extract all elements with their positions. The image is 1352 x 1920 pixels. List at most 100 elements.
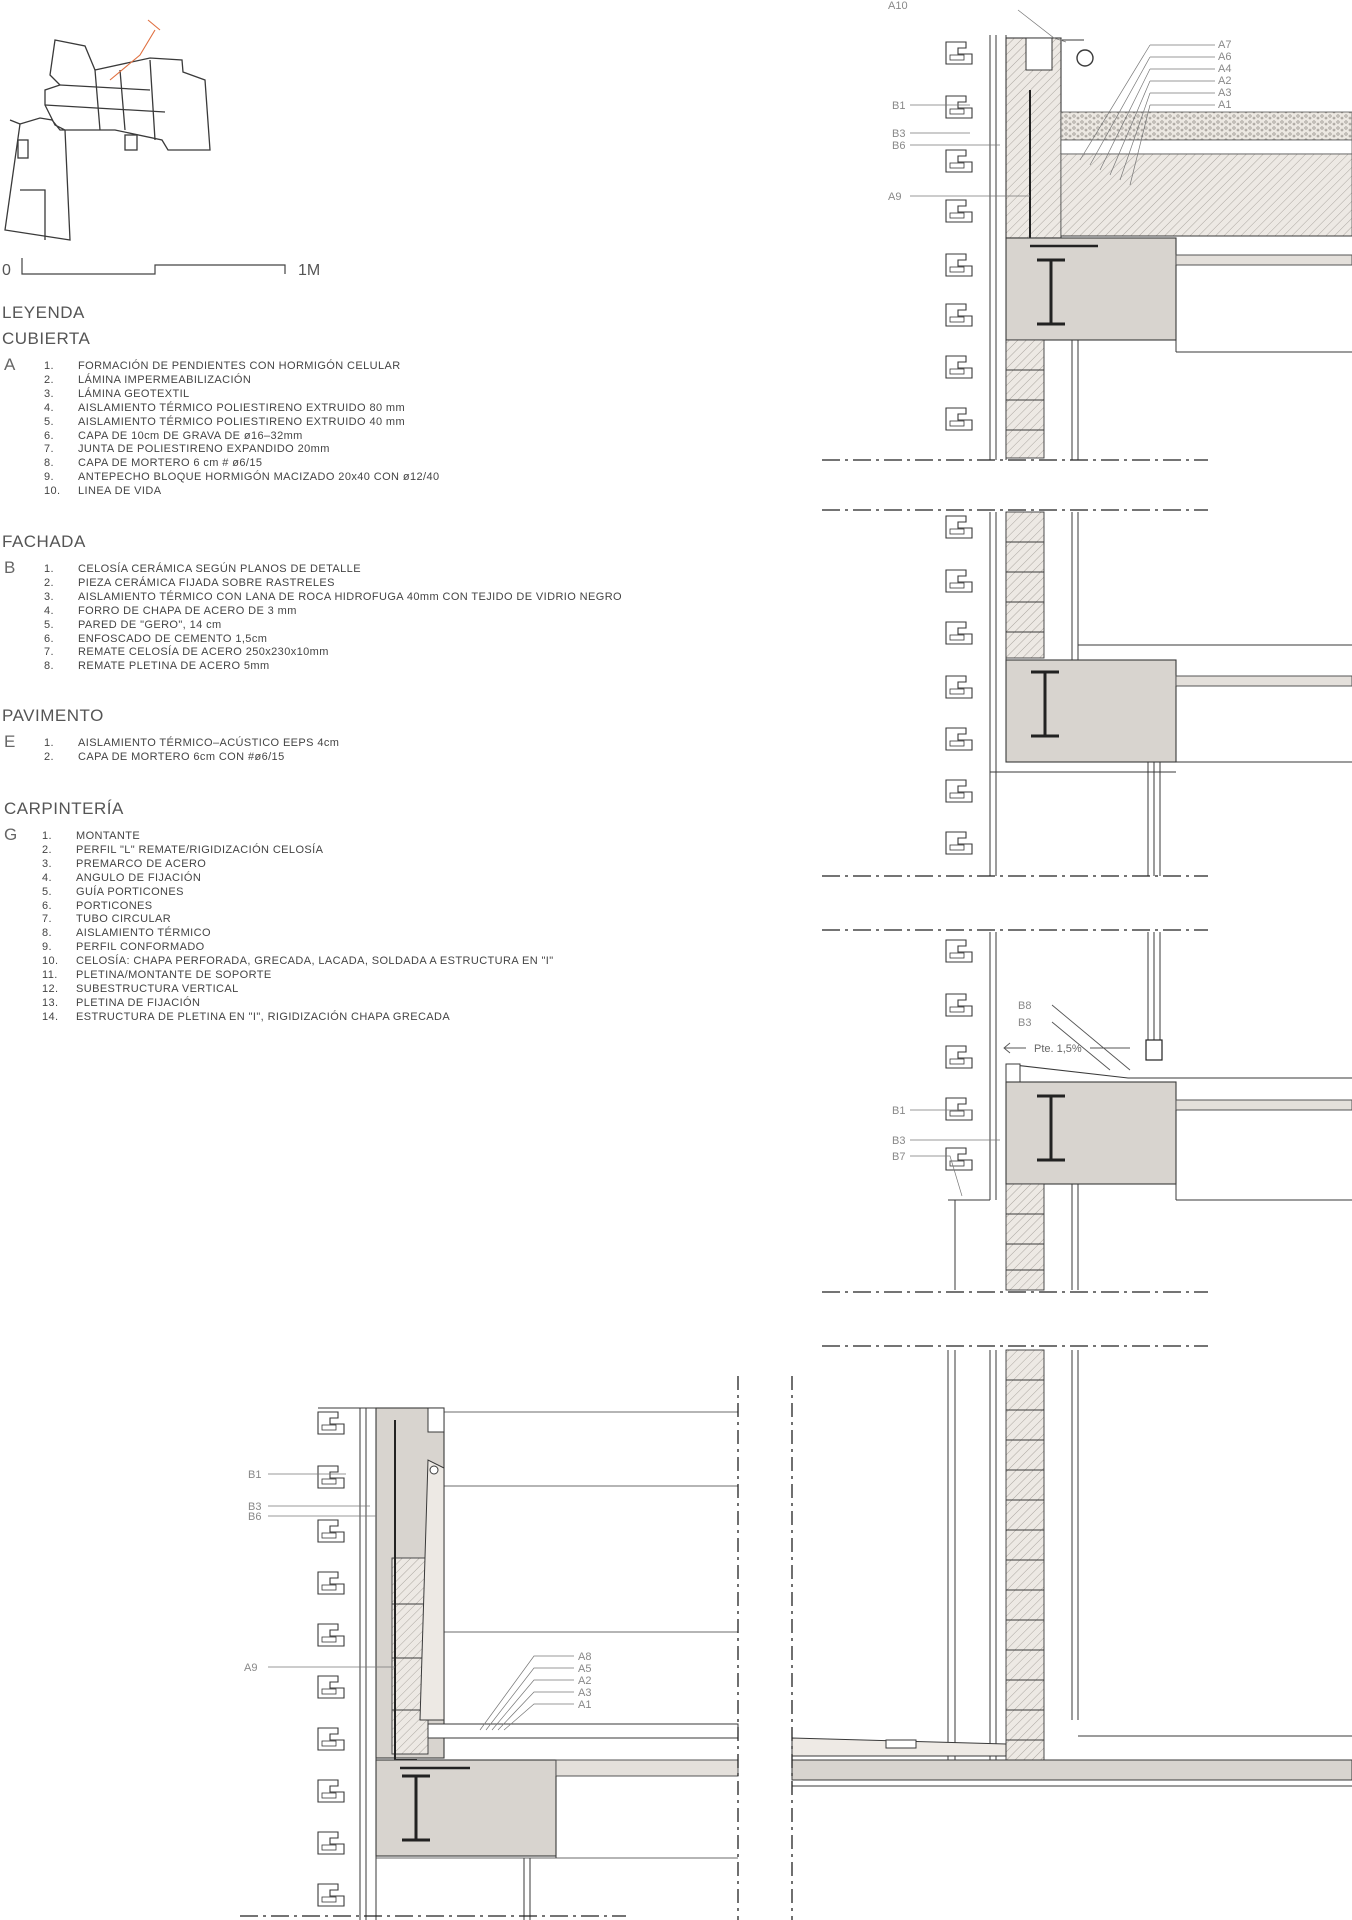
callout-a9: A9 bbox=[888, 191, 901, 203]
callout-b3: B3 bbox=[892, 128, 905, 140]
section-letter: A bbox=[4, 355, 16, 374]
legend-item: 8.AISLAMIENTO TÉRMICO bbox=[42, 927, 554, 941]
legend-item: 7. TUBO CIRCULAR bbox=[42, 913, 554, 927]
callout-b8: B8 bbox=[1018, 1000, 1031, 1012]
callout-b3: B3 bbox=[892, 1135, 905, 1147]
legend-item-number: 4. bbox=[42, 871, 52, 884]
intermediate-slab-detail bbox=[822, 509, 1352, 877]
callout-b3: B3 bbox=[248, 1501, 261, 1513]
legend-list: 1.FORMACIÓN DE PENDIENTES CON HORMIGÓN C… bbox=[44, 360, 439, 499]
callout-b6: B6 bbox=[248, 1511, 261, 1523]
legend-item-number: 12. bbox=[42, 982, 59, 995]
legend-item: 9. ANTEPECHO BLOQUE HORMIGÓN MACIZADO 20x… bbox=[44, 471, 439, 485]
legend-item-text: CAPA DE MORTERO 6cm CON #ø6/15 bbox=[78, 750, 285, 763]
legend-item-number: 7. bbox=[44, 443, 54, 456]
legend-item-number: 8. bbox=[42, 927, 52, 940]
legend-item-text: AISLAMIENTO TÉRMICO–ACÚSTICO EEPS 4cm bbox=[78, 737, 340, 749]
legend-item-number: 11. bbox=[42, 969, 58, 982]
section-letter: B bbox=[4, 558, 16, 577]
legend-item-number: 2. bbox=[44, 750, 54, 763]
legend-item-number: 9. bbox=[42, 941, 52, 954]
callout-a1: A1 bbox=[1218, 99, 1231, 111]
legend-title: LEYENDA bbox=[2, 303, 85, 322]
callout-a7: A7 bbox=[1218, 39, 1231, 51]
legend-item-number: 9. bbox=[44, 471, 54, 484]
legend-item: 3. PREMARCO DE ACERO bbox=[42, 858, 554, 872]
lower-floor-detail bbox=[791, 1345, 1352, 1920]
callout-a6: A6 bbox=[1218, 51, 1231, 63]
callout-a4: A4 bbox=[1218, 63, 1231, 75]
legend-item-number: 14. bbox=[42, 1010, 59, 1023]
legend-item: 2.LÁMINA IMPERMEABILIZACIÓN bbox=[44, 374, 439, 388]
legend-item: 2.PERFIL "L" REMATE/RIGIDIZACIÓN CELOSÍA bbox=[42, 844, 554, 858]
legend-item-text: LÁMINA IMPERMEABILIZACIÓN bbox=[78, 373, 252, 386]
legend-item-number: 7. bbox=[42, 913, 52, 926]
legend-item-number: 3. bbox=[44, 590, 54, 603]
legend-item-text: AISLAMIENTO TÉRMICO CON LANA DE ROCA HID… bbox=[78, 590, 623, 603]
window-sill-slab-detail bbox=[822, 929, 1352, 1293]
legend-item: 3. AISLAMIENTO TÉRMICO CON LANA DE ROCA H… bbox=[44, 591, 622, 605]
legend-item-text: AISLAMIENTO TÉRMICO POLIESTIRENO EXTRUID… bbox=[78, 415, 406, 428]
legend-item-number: 4. bbox=[44, 401, 54, 414]
section-heading: CARPINTERÍA bbox=[4, 799, 124, 818]
legend-item: 5.PARED DE "GERO", 14 cm bbox=[44, 619, 622, 633]
callout-a3: A3 bbox=[578, 1687, 591, 1699]
legend-section-cubierta: CUBIERTA A 1.FORMACIÓN DE PENDIENTES CON… bbox=[2, 329, 439, 497]
scale-one-meter-label: 1M bbox=[298, 262, 321, 279]
callout-a3: A3 bbox=[1218, 87, 1231, 99]
legend-item: 11.PLETINA/MONTANTE DE SOPORTE bbox=[42, 969, 554, 983]
legend-item: 14.ESTRUCTURA DE PLETINA EN "I", RIGIDIZ… bbox=[42, 1011, 554, 1025]
callout-b1: B1 bbox=[892, 100, 905, 112]
callout-labels: A10 B1 B3 B6 A9 A7 A6 A4 A2 A3 A1 B8 B3 … bbox=[244, 0, 1231, 1711]
legend-item: 4.FORRO DE CHAPA DE ACERO DE 3 mm bbox=[44, 605, 622, 619]
legend-item: 6.ENFOSCADO DE CEMENTO 1,5cm bbox=[44, 633, 622, 647]
legend-item-number: 1. bbox=[44, 563, 54, 575]
legend-item-number: 3. bbox=[42, 857, 52, 870]
legend-item-text: PREMARCO DE ACERO bbox=[76, 857, 207, 870]
legend-section-fachada: FACHADA B 1.CELOSÍA CERÁMICA SEGÚN PLANO… bbox=[2, 532, 622, 672]
legend-item-text: CELOSÍA: CHAPA PERFORADA, GRECADA, LACAD… bbox=[76, 955, 554, 968]
legend-item-text: ANGULO DE FIJACIÓN bbox=[76, 871, 202, 884]
legend-item: 7. REMATE CELOSÍA DE ACERO 250x230x10mm bbox=[44, 646, 622, 660]
legend-item: 3. LÁMINA GEOTEXTIL bbox=[44, 388, 439, 402]
legend-item-number: 2. bbox=[42, 843, 52, 856]
legend-item-text: PARED DE "GERO", 14 cm bbox=[78, 618, 222, 631]
legend-item: 1.AISLAMIENTO TÉRMICO–ACÚSTICO EEPS 4cm bbox=[44, 737, 339, 751]
legend-item-number: 2. bbox=[44, 576, 54, 589]
legend-item: 5.AISLAMIENTO TÉRMICO POLIESTIRENO EXTRU… bbox=[44, 416, 439, 430]
callout-b1: B1 bbox=[248, 1469, 261, 1481]
legend-item: 5.GUÍA PORTICONES bbox=[42, 886, 554, 900]
legend-item-text: SUBESTRUCTURA VERTICAL bbox=[76, 982, 239, 995]
legend-list: 1.CELOSÍA CERÁMICA SEGÚN PLANOS DE DETAL… bbox=[44, 563, 622, 674]
legend-item-text: PORTICONES bbox=[76, 899, 153, 912]
section-letter: E bbox=[4, 732, 16, 751]
legend-item-number: 4. bbox=[44, 604, 54, 617]
legend-item-text: LÁMINA GEOTEXTIL bbox=[78, 387, 190, 400]
legend-item-text: PIEZA CERÁMICA FIJADA SOBRE RASTRELES bbox=[78, 576, 335, 589]
legend-item-text: ENFOSCADO DE CEMENTO 1,5cm bbox=[78, 632, 268, 645]
legend-item-text: ANTEPECHO BLOQUE HORMIGÓN MACIZADO 20x40… bbox=[78, 471, 440, 484]
legend-item: 8.REMATE PLETINA DE ACERO 5mm bbox=[44, 660, 622, 674]
legend-item-text: CAPA DE 10cm DE GRAVA DE ø16–32mm bbox=[78, 429, 303, 442]
legend-item-text: TUBO CIRCULAR bbox=[76, 913, 172, 926]
legend-item-number: 3. bbox=[44, 387, 54, 400]
legend-item-number: 5. bbox=[42, 885, 52, 898]
legend-item-number: 1. bbox=[42, 830, 52, 842]
legend-item: 7. JUNTA DE POLIESTIRENO EXPANDIDO 20mm bbox=[44, 443, 439, 457]
legend-item-text: PERFIL CONFORMADO bbox=[76, 941, 205, 954]
legend-item-number: 6. bbox=[44, 429, 54, 442]
legend-item-number: 6. bbox=[42, 899, 52, 912]
callout-a2: A2 bbox=[1218, 75, 1231, 87]
legend-item-number: 8. bbox=[44, 660, 54, 673]
scale-zero-label: 0 bbox=[2, 262, 11, 279]
legend-item-number: 7. bbox=[44, 646, 54, 659]
legend-item: 2. CAPA DE MORTERO 6cm CON #ø6/15 bbox=[44, 751, 339, 765]
callout-a5: A5 bbox=[578, 1663, 591, 1675]
callout-a1: A1 bbox=[578, 1699, 591, 1711]
legend-item: 10.CELOSÍA: CHAPA PERFORADA, GRECADA, LA… bbox=[42, 955, 554, 969]
legend-item-text: JUNTA DE POLIESTIRENO EXPANDIDO 20mm bbox=[78, 443, 330, 456]
legend-item-text: REMATE CELOSÍA DE ACERO 250x230x10mm bbox=[78, 646, 329, 659]
callout-b3: B3 bbox=[1018, 1017, 1031, 1029]
